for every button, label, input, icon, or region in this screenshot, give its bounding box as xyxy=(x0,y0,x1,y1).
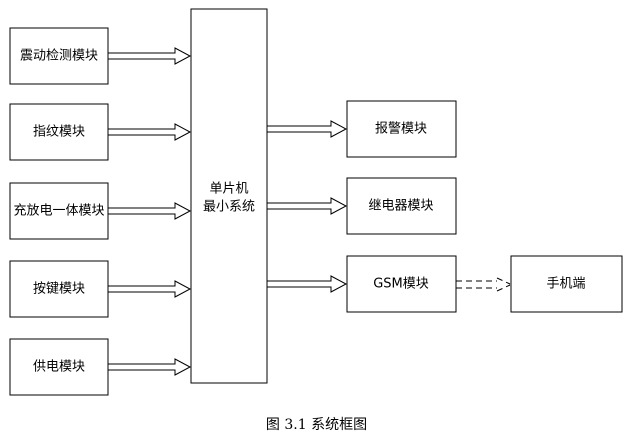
arrow-vibration-to-mcu xyxy=(107,47,192,65)
figure-caption: 图 3.1 系统框图 xyxy=(265,417,368,433)
arrow-fingerprint-to-mcu xyxy=(107,123,192,141)
mcu-label-line2: 最小系统 xyxy=(203,200,255,215)
input-label-power: 供电模块 xyxy=(33,360,85,375)
input-label-vibration: 震动检测模块 xyxy=(20,49,98,64)
arrow-mcu-to-alarm xyxy=(266,120,348,138)
mcu-label-line1: 单片机 xyxy=(209,182,248,197)
output-label-alarm: 报警模块 xyxy=(375,121,427,137)
phone-label: 手机端 xyxy=(546,277,585,292)
arrow-power-to-mcu xyxy=(107,358,192,376)
input-label-fingerprint: 指纹模块 xyxy=(33,125,85,140)
input-label-charge: 充放电一体模块 xyxy=(13,203,104,219)
arrow-mcu-to-gsm xyxy=(266,275,348,293)
arrow-keypad-to-mcu xyxy=(107,280,192,298)
phone-box xyxy=(510,255,623,313)
arrow-mcu-to-relay xyxy=(266,197,348,215)
wireless-link xyxy=(456,277,511,292)
output-label-gsm: GSM模块 xyxy=(373,277,429,292)
output-label-relay: 继电器模块 xyxy=(368,199,433,214)
arrow-charge-to-mcu xyxy=(107,202,192,220)
mcu-box xyxy=(190,8,268,384)
input-label-keypad: 按键模块 xyxy=(33,282,85,297)
